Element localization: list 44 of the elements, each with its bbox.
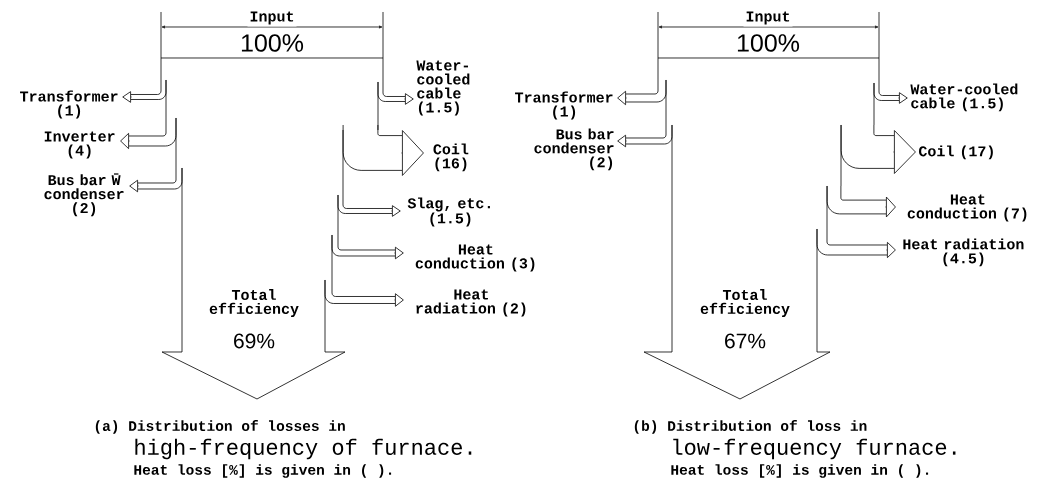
node-label: Total efficiency	[209, 289, 299, 317]
loss-label: Heat radiation (4.5)	[903, 238, 1024, 267]
loss-label: Heat conduction (7)	[907, 194, 1027, 222]
node-label: 69%	[234, 333, 275, 349]
node-label: Input	[250, 11, 294, 25]
node-label: 100%	[737, 34, 800, 52]
loss-label: Slag, etc. (1.5)	[407, 197, 490, 227]
loss-label: Bus bar condenser (2)	[534, 128, 614, 171]
node-label: Input	[746, 11, 790, 25]
caption-text: (a) Distribution of losses in	[95, 420, 345, 434]
caption-text: Heat loss [%] is given in ( ).	[134, 464, 392, 478]
node-label: 100%	[241, 34, 304, 52]
loss-label: Transformer (1)	[20, 90, 118, 119]
caption-text: low-frequency furnace.	[673, 438, 956, 460]
loss-label: Water-cooled cable (1.5)	[910, 83, 1018, 112]
loss-label: Coil (17)	[919, 145, 993, 160]
loss-arrow	[873, 82, 908, 104]
loss-arrow	[377, 81, 414, 105]
caption-text: Heat loss [%] is given in ( ).	[671, 464, 929, 478]
loss-label: Transformer (1)	[515, 91, 613, 120]
node-label: Total efficiency	[700, 289, 790, 317]
caption-text: (b) Distribution of loss in	[634, 420, 867, 434]
loss-arrow	[826, 185, 896, 218]
loss-arrow	[324, 279, 404, 307]
loss-arrow	[816, 228, 896, 259]
loss-arrow	[840, 124, 916, 174]
loss-arrow	[331, 234, 404, 260]
loss-arrow	[129, 167, 183, 193]
loss-arrow	[120, 117, 177, 150]
loss-label: Heat conduction (3)	[415, 244, 535, 272]
loss-arrow	[617, 79, 667, 106]
loss-arrow	[337, 194, 401, 217]
loss-label: Inverter (4)	[44, 131, 115, 159]
loss-label: Water-cooled cable (1.5)	[416, 60, 470, 116]
loss-arrow	[122, 79, 167, 103]
flow-band: Input 100% Total efficiency 67%	[643, 9, 880, 400]
node-label: 67%	[725, 333, 766, 349]
caption-text: high-frequency of furnace.	[135, 438, 472, 460]
loss-label: Heat radiation (2)	[416, 289, 526, 317]
flow-band: Input 100% Total efficiency 69%	[160, 9, 384, 400]
loss-label: Bus bar W̄ condenser (2)	[44, 173, 124, 217]
loss-label: Coil (16)	[433, 143, 469, 172]
loss-arrow	[617, 124, 673, 148]
loss-arrow	[342, 124, 424, 176]
